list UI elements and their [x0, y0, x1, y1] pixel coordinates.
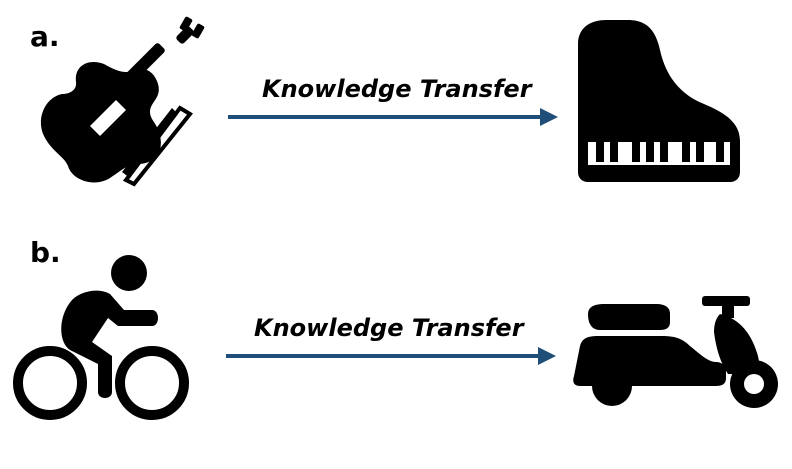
arrow-label-a: Knowledge Transfer [262, 75, 532, 103]
cyclist-icon [13, 255, 189, 420]
scooter-icon [573, 296, 778, 408]
violin-icon [40, 16, 205, 187]
grand-piano-icon [578, 20, 740, 182]
panel-b-label: b. [30, 236, 61, 269]
right-arrow-icon [228, 108, 558, 126]
arrow-label-b: Knowledge Transfer [254, 314, 524, 342]
right-arrow-icon [226, 347, 556, 365]
panel-a-label: a. [30, 20, 60, 53]
